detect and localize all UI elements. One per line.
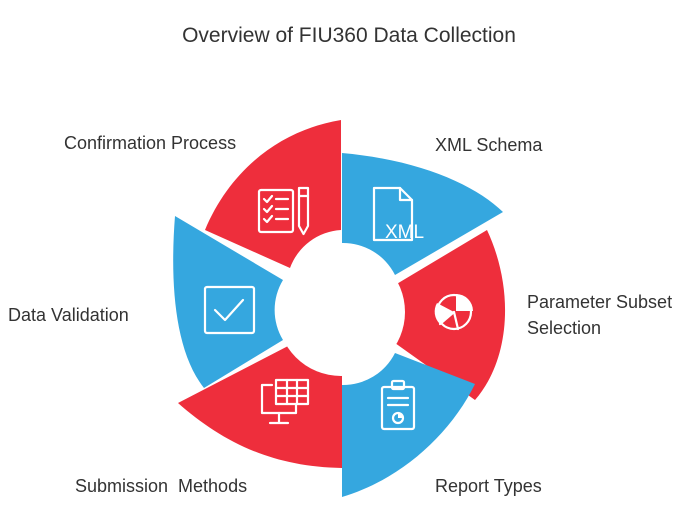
svg-text:XML: XML	[385, 222, 424, 243]
clipboard-report-icon	[380, 379, 416, 431]
pie-chart-icon	[434, 293, 473, 331]
label-data-validation: Data Validation	[8, 305, 129, 325]
xml-file-icon: XML	[372, 186, 424, 243]
label-parameter-line-1: Parameter Subset	[527, 292, 673, 312]
label-submission-methods: Submission Methods	[75, 476, 248, 496]
checklist-pen-icon	[257, 186, 310, 236]
monitor-table-icon	[260, 378, 310, 425]
segment-confirmation-process	[205, 120, 341, 268]
label-confirmation-process: Confirmation Process	[64, 133, 237, 153]
checkbox-icon	[203, 285, 256, 335]
segment-xml-schema	[342, 153, 503, 275]
diagram-title: Overview of FIU360 Data Collection	[182, 24, 516, 47]
label-parameter-line-2: Selection	[527, 318, 602, 338]
segment-submission-methods	[178, 345, 342, 468]
label-report-types: Report Types	[435, 476, 542, 496]
segment-data-validation	[173, 216, 283, 388]
label-xml-schema: XML Schema	[435, 135, 543, 155]
label-parameter-subset-selection: Parameter Subset Selection	[527, 289, 672, 341]
segment-report-types	[342, 353, 475, 497]
center-circle	[277, 248, 405, 376]
